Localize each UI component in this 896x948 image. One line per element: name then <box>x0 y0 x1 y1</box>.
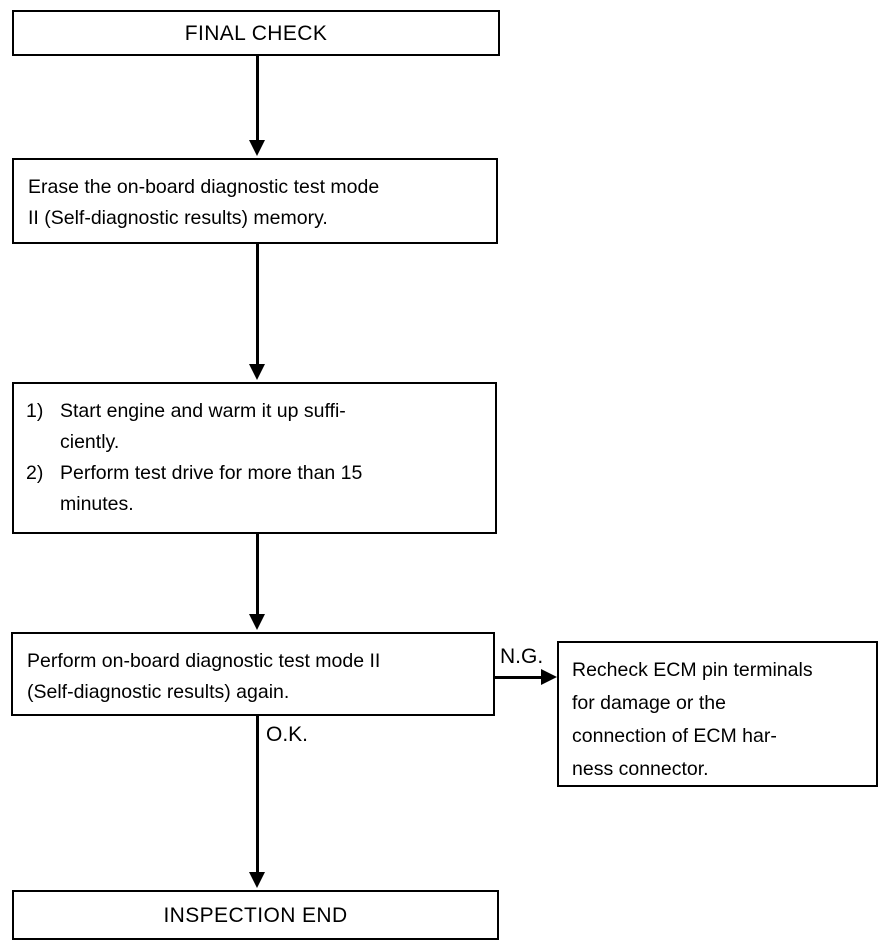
node-inspection-end: INSPECTION END <box>12 890 499 940</box>
connector-ng-branch <box>495 676 543 679</box>
node-inspection-end-label: INSPECTION END <box>163 903 348 927</box>
edge-label-ng: N.G. <box>500 645 544 668</box>
connector-erase-to-engine <box>256 244 259 366</box>
connector-engine-to-perform <box>256 534 259 616</box>
node-recheck-ecm-label: Recheck ECM pin terminals for damage or … <box>572 659 813 780</box>
node-erase-memory-label: Erase the on-board diagnostic test mode … <box>28 176 380 229</box>
node-steps-list: 1) Start engine and warm it up suffi- ci… <box>14 384 362 520</box>
list-item: 1) Start engine and warm it up suffi- ci… <box>26 396 362 458</box>
connector-final-check-to-erase <box>256 56 259 142</box>
list-item-text: Perform test drive for more than 15 minu… <box>60 462 363 515</box>
arrowhead-to-erase-icon <box>249 140 265 156</box>
arrowhead-to-perform-icon <box>249 614 265 630</box>
node-perform-diagnostic-again: Perform on-board diagnostic test mode II… <box>11 632 495 716</box>
arrowhead-to-recheck-ecm-icon <box>541 669 557 685</box>
node-recheck-ecm: Recheck ECM pin terminals for damage or … <box>557 641 878 787</box>
node-final-check: FINAL CHECK <box>12 10 500 56</box>
edge-label-ok: O.K. <box>266 723 309 746</box>
node-start-engine-test-drive: 1) Start engine and warm it up suffi- ci… <box>12 382 497 534</box>
list-item-text: Start engine and warm it up suffi- cient… <box>60 400 346 453</box>
list-item: 2) Perform test drive for more than 15 m… <box>26 458 362 520</box>
list-item-marker: 2) <box>26 462 44 484</box>
node-erase-memory: Erase the on-board diagnostic test mode … <box>12 158 498 244</box>
connector-ok-branch <box>256 716 259 874</box>
list-item-marker: 1) <box>26 400 44 422</box>
arrowhead-to-engine-icon <box>249 364 265 380</box>
node-final-check-label: FINAL CHECK <box>184 21 328 45</box>
arrowhead-to-inspection-end-icon <box>249 872 265 888</box>
node-perform-diagnostic-again-label: Perform on-board diagnostic test mode II… <box>27 650 381 703</box>
